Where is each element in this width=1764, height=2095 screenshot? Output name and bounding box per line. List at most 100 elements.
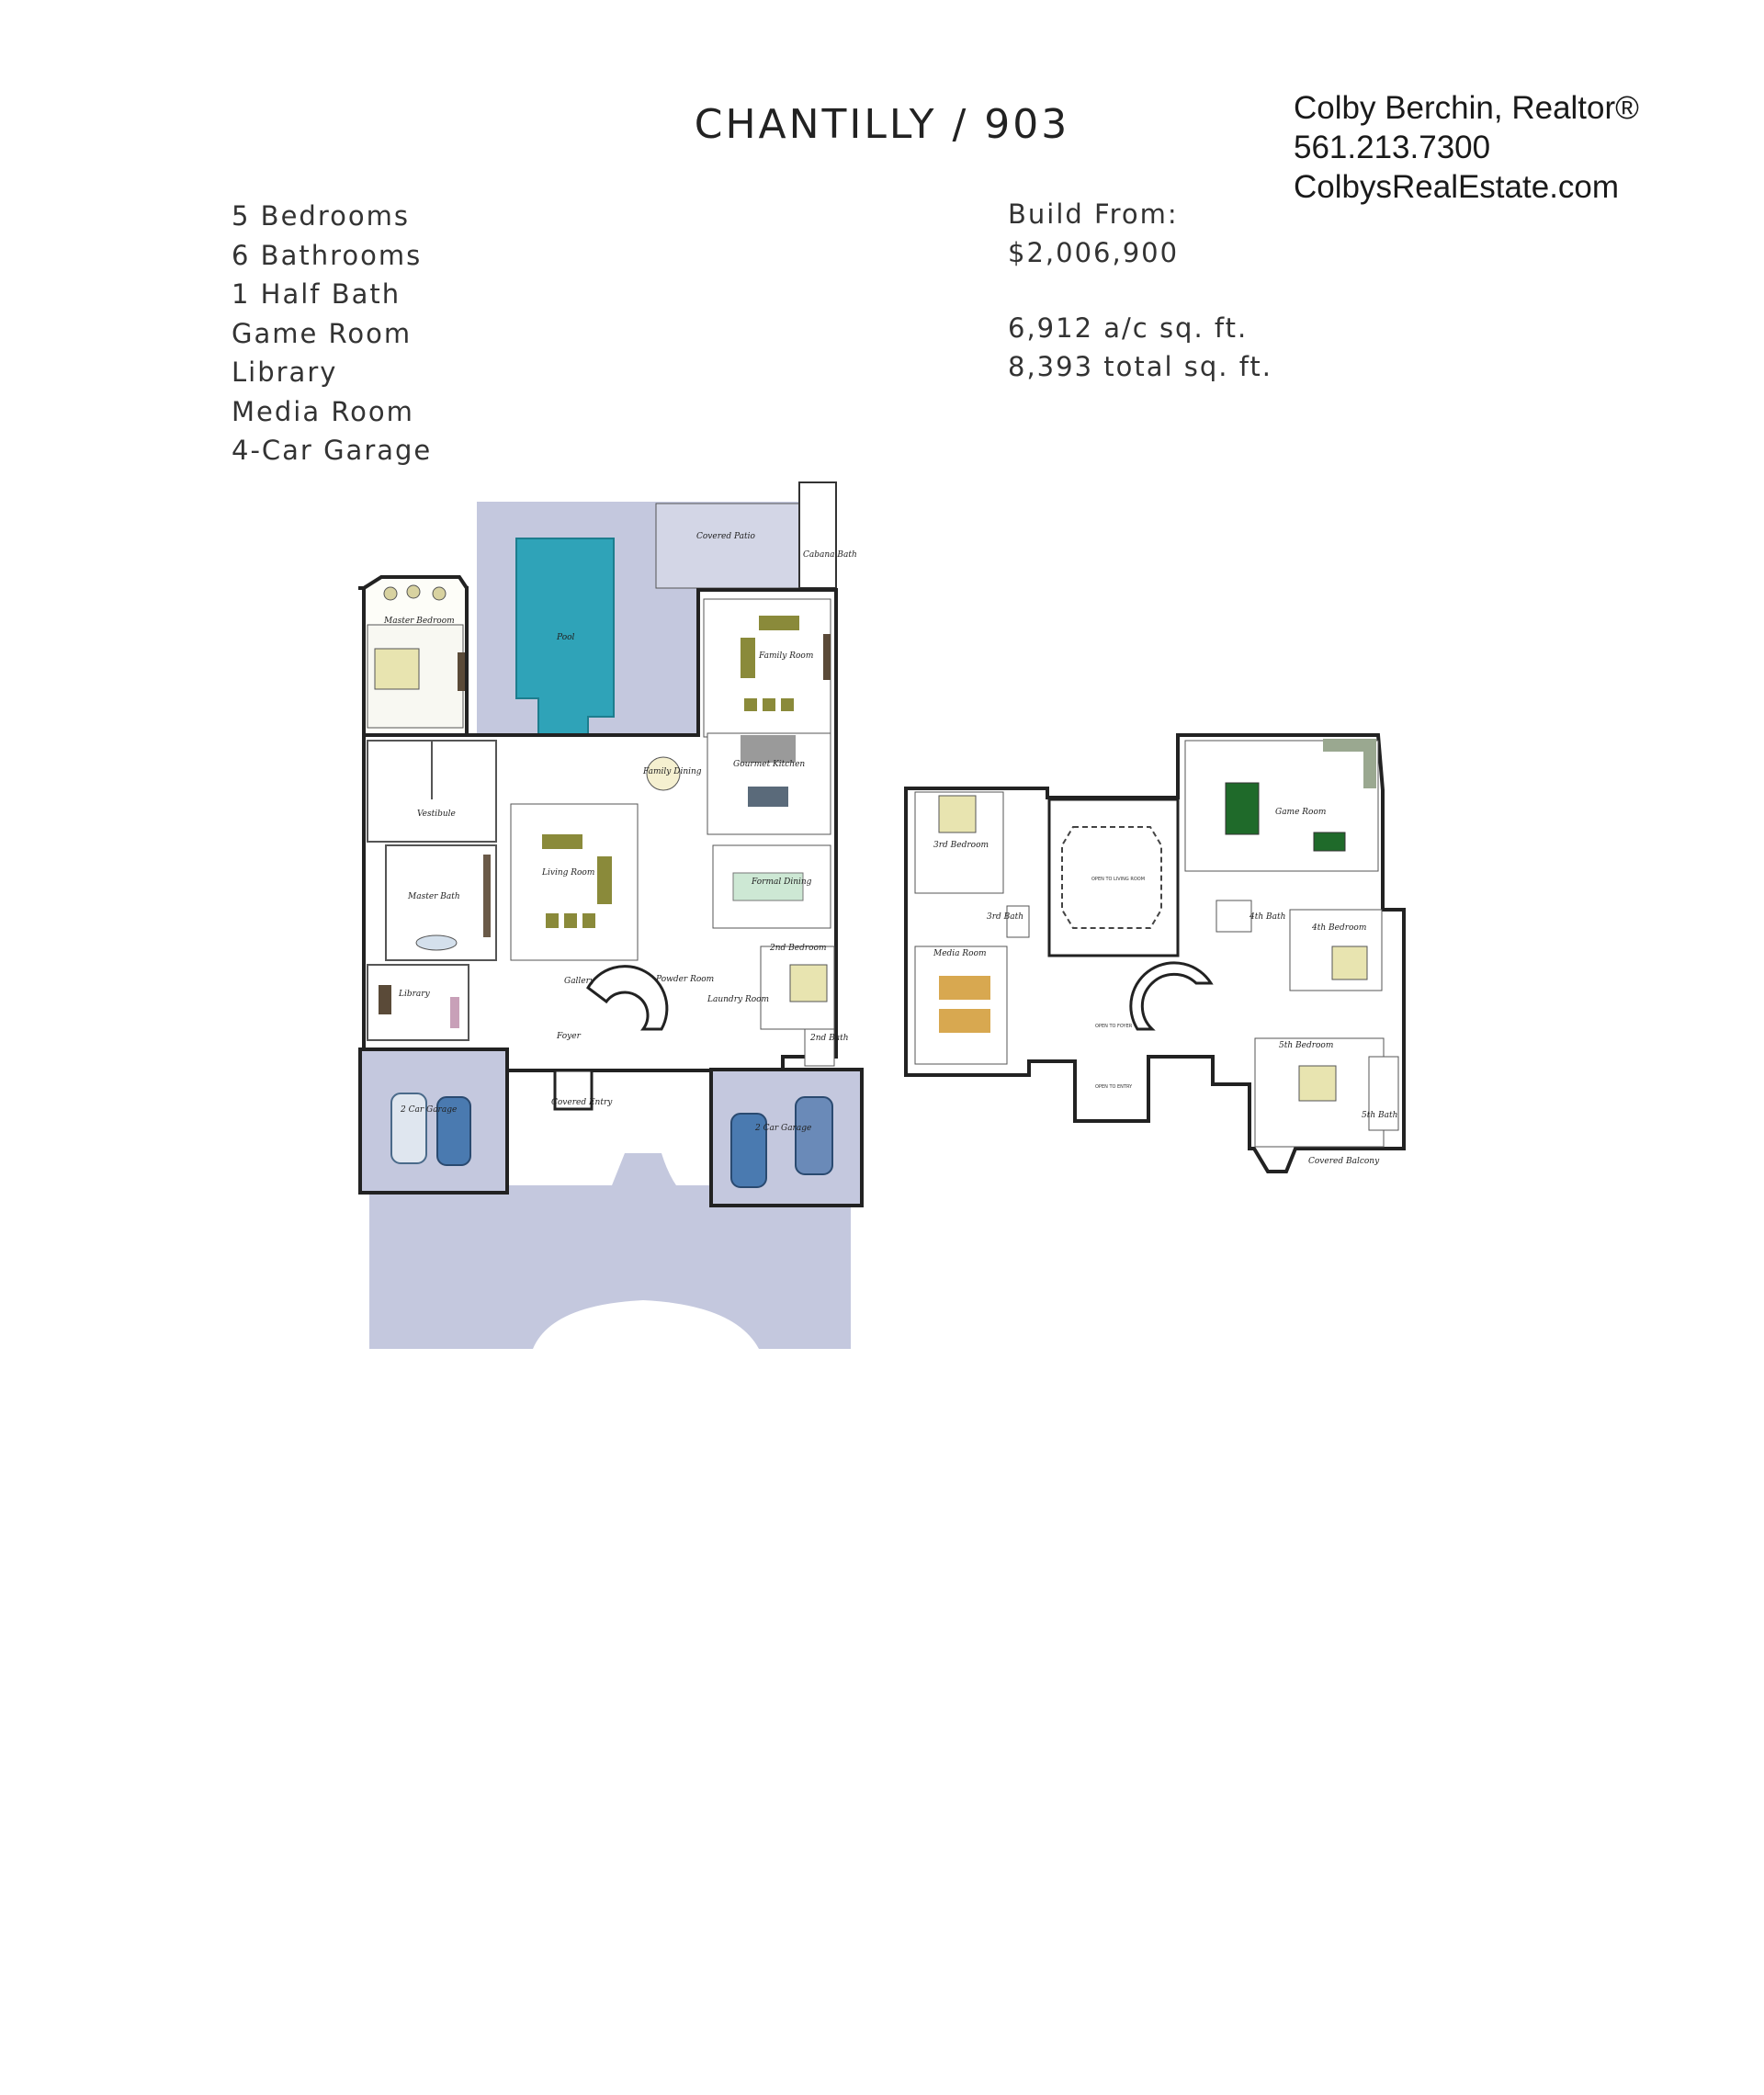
- soaking-tub: [415, 934, 458, 951]
- car: [730, 1113, 767, 1188]
- driveway-curve: [369, 1153, 851, 1349]
- master-chair: [406, 584, 421, 599]
- first-floor-plan: Covered Patio Cabana Bath Pool Master Be…: [358, 481, 864, 1349]
- open-to-living: [1047, 798, 1180, 957]
- ac-sqft: 6,912 a/c sq. ft.: [1008, 312, 1249, 344]
- label-covered-entry: Covered Entry: [551, 1098, 613, 1107]
- label-family-room: Family Room: [758, 651, 813, 661]
- label-pool: Pool: [556, 633, 575, 642]
- agent-name: Colby Berchin, Realtor®: [1294, 90, 1639, 126]
- label-open-to-living: OPEN TO LIVING ROOM: [1091, 877, 1145, 882]
- second-floor-plan: 3rd Bedroom OPEN TO LIVING ROOM Game Roo…: [904, 733, 1406, 1173]
- master-dresser: [458, 652, 465, 691]
- label-powder-room: Powder Room: [655, 975, 714, 984]
- label-master-bath: Master Bath: [407, 892, 460, 901]
- label-foyer: Foyer: [556, 1032, 582, 1041]
- kitchen-island: [741, 735, 796, 763]
- label-second-bath: 2nd Bath: [809, 1034, 849, 1043]
- label-gourmet-kitchen: Gourmet Kitchen: [733, 760, 805, 769]
- fifth-bed: [1298, 1065, 1337, 1102]
- master-chair: [432, 586, 447, 601]
- living-chair: [546, 913, 559, 928]
- family-sofa: [759, 616, 799, 630]
- fifth-bath: [1368, 1056, 1399, 1131]
- label-living-room: Living Room: [541, 868, 594, 878]
- label-covered-patio: Covered Patio: [696, 532, 755, 541]
- media-seating: [939, 1009, 990, 1033]
- game-table: [1313, 832, 1346, 852]
- label-fourth-bath: 4th Bath: [1249, 912, 1285, 922]
- media-room: [914, 946, 1008, 1065]
- cabana-bath: [798, 481, 837, 589]
- feature-item: 5 Bedrooms: [232, 200, 410, 232]
- label-garage-left: 2 Car Garage: [400, 1105, 457, 1115]
- family-media: [823, 634, 831, 680]
- label-garage-right: 2 Car Garage: [754, 1124, 811, 1133]
- label-game-room: Game Room: [1275, 808, 1326, 817]
- label-vestibule: Vestibule: [417, 810, 456, 819]
- living-chair: [582, 913, 595, 928]
- label-fourth-bedroom: 4th Bedroom: [1311, 923, 1366, 933]
- family-chair: [744, 698, 757, 711]
- billiard-table: [1225, 782, 1260, 835]
- family-chair: [763, 698, 775, 711]
- label-covered-balcony: Covered Balcony: [1308, 1157, 1380, 1166]
- library-sofa: [450, 997, 459, 1028]
- fourth-bath: [1216, 900, 1252, 933]
- feature-item: 4-Car Garage: [232, 435, 433, 466]
- agent-website: ColbysRealEstate.com: [1294, 169, 1620, 205]
- game-room: [1184, 740, 1379, 872]
- label-media-room: Media Room: [933, 949, 987, 958]
- label-gallery: Gallery: [564, 977, 595, 986]
- library-desk: [379, 985, 391, 1014]
- media-seating: [939, 976, 990, 1000]
- feature-list: 5 Bedrooms 6 Bathrooms 1 Half Bath Game …: [232, 197, 432, 470]
- upper-staircase: [1129, 961, 1214, 1031]
- total-sqft: 8,393 total sq. ft.: [1008, 351, 1273, 382]
- label-second-bedroom: 2nd Bedroom: [769, 944, 827, 953]
- price: $2,006,900: [1008, 237, 1180, 268]
- label-laundry-room: Laundry Room: [707, 995, 769, 1004]
- third-bed: [938, 795, 977, 833]
- car: [795, 1096, 833, 1175]
- label-family-dining: Family Dining: [642, 767, 702, 776]
- family-dining-table: [646, 756, 681, 791]
- sectional-sofa: [1323, 739, 1376, 788]
- fourth-bed: [1331, 946, 1368, 980]
- car: [390, 1093, 427, 1164]
- master-chair: [383, 586, 398, 601]
- label-open-to-entry: OPEN TO ENTRY: [1095, 1084, 1133, 1090]
- build-from-label: Build From:: [1008, 198, 1179, 230]
- living-room: [510, 803, 639, 961]
- label-third-bath: 3rd Bath: [987, 912, 1023, 922]
- agent-contact: Colby Berchin, Realtor® 561.213.7300 Col…: [1294, 88, 1639, 207]
- agent-phone: 561.213.7300: [1294, 130, 1491, 165]
- second-bed: [789, 964, 828, 1002]
- family-sofa: [741, 638, 755, 678]
- vanity: [483, 855, 491, 937]
- drive-island: [533, 1300, 759, 1349]
- page-title: CHANTILLY / 903: [694, 101, 1070, 148]
- label-formal-dining: Formal Dining: [751, 878, 812, 887]
- dining-table: [732, 872, 804, 901]
- kitchen-counter: [748, 787, 788, 807]
- garage-left: [358, 1048, 509, 1195]
- living-sofa: [597, 856, 612, 904]
- label-fifth-bath: 5th Bath: [1362, 1111, 1397, 1120]
- label-library: Library: [398, 990, 431, 999]
- feature-item: Library: [232, 357, 338, 388]
- living-room-void: [1061, 826, 1162, 929]
- second-bath: [804, 1028, 835, 1067]
- feature-item: Game Room: [232, 317, 413, 349]
- label-fifth-bedroom: 5th Bedroom: [1279, 1041, 1333, 1050]
- family-chair: [781, 698, 794, 711]
- covered-entry: [553, 1069, 594, 1111]
- family-room: [703, 598, 831, 738]
- label-open-to-foyer: OPEN TO FOYER: [1095, 1024, 1133, 1029]
- feature-item: Media Room: [232, 395, 414, 427]
- car: [436, 1096, 471, 1166]
- master-bed: [374, 648, 420, 690]
- label-cabana-bath: Cabana Bath: [803, 550, 857, 560]
